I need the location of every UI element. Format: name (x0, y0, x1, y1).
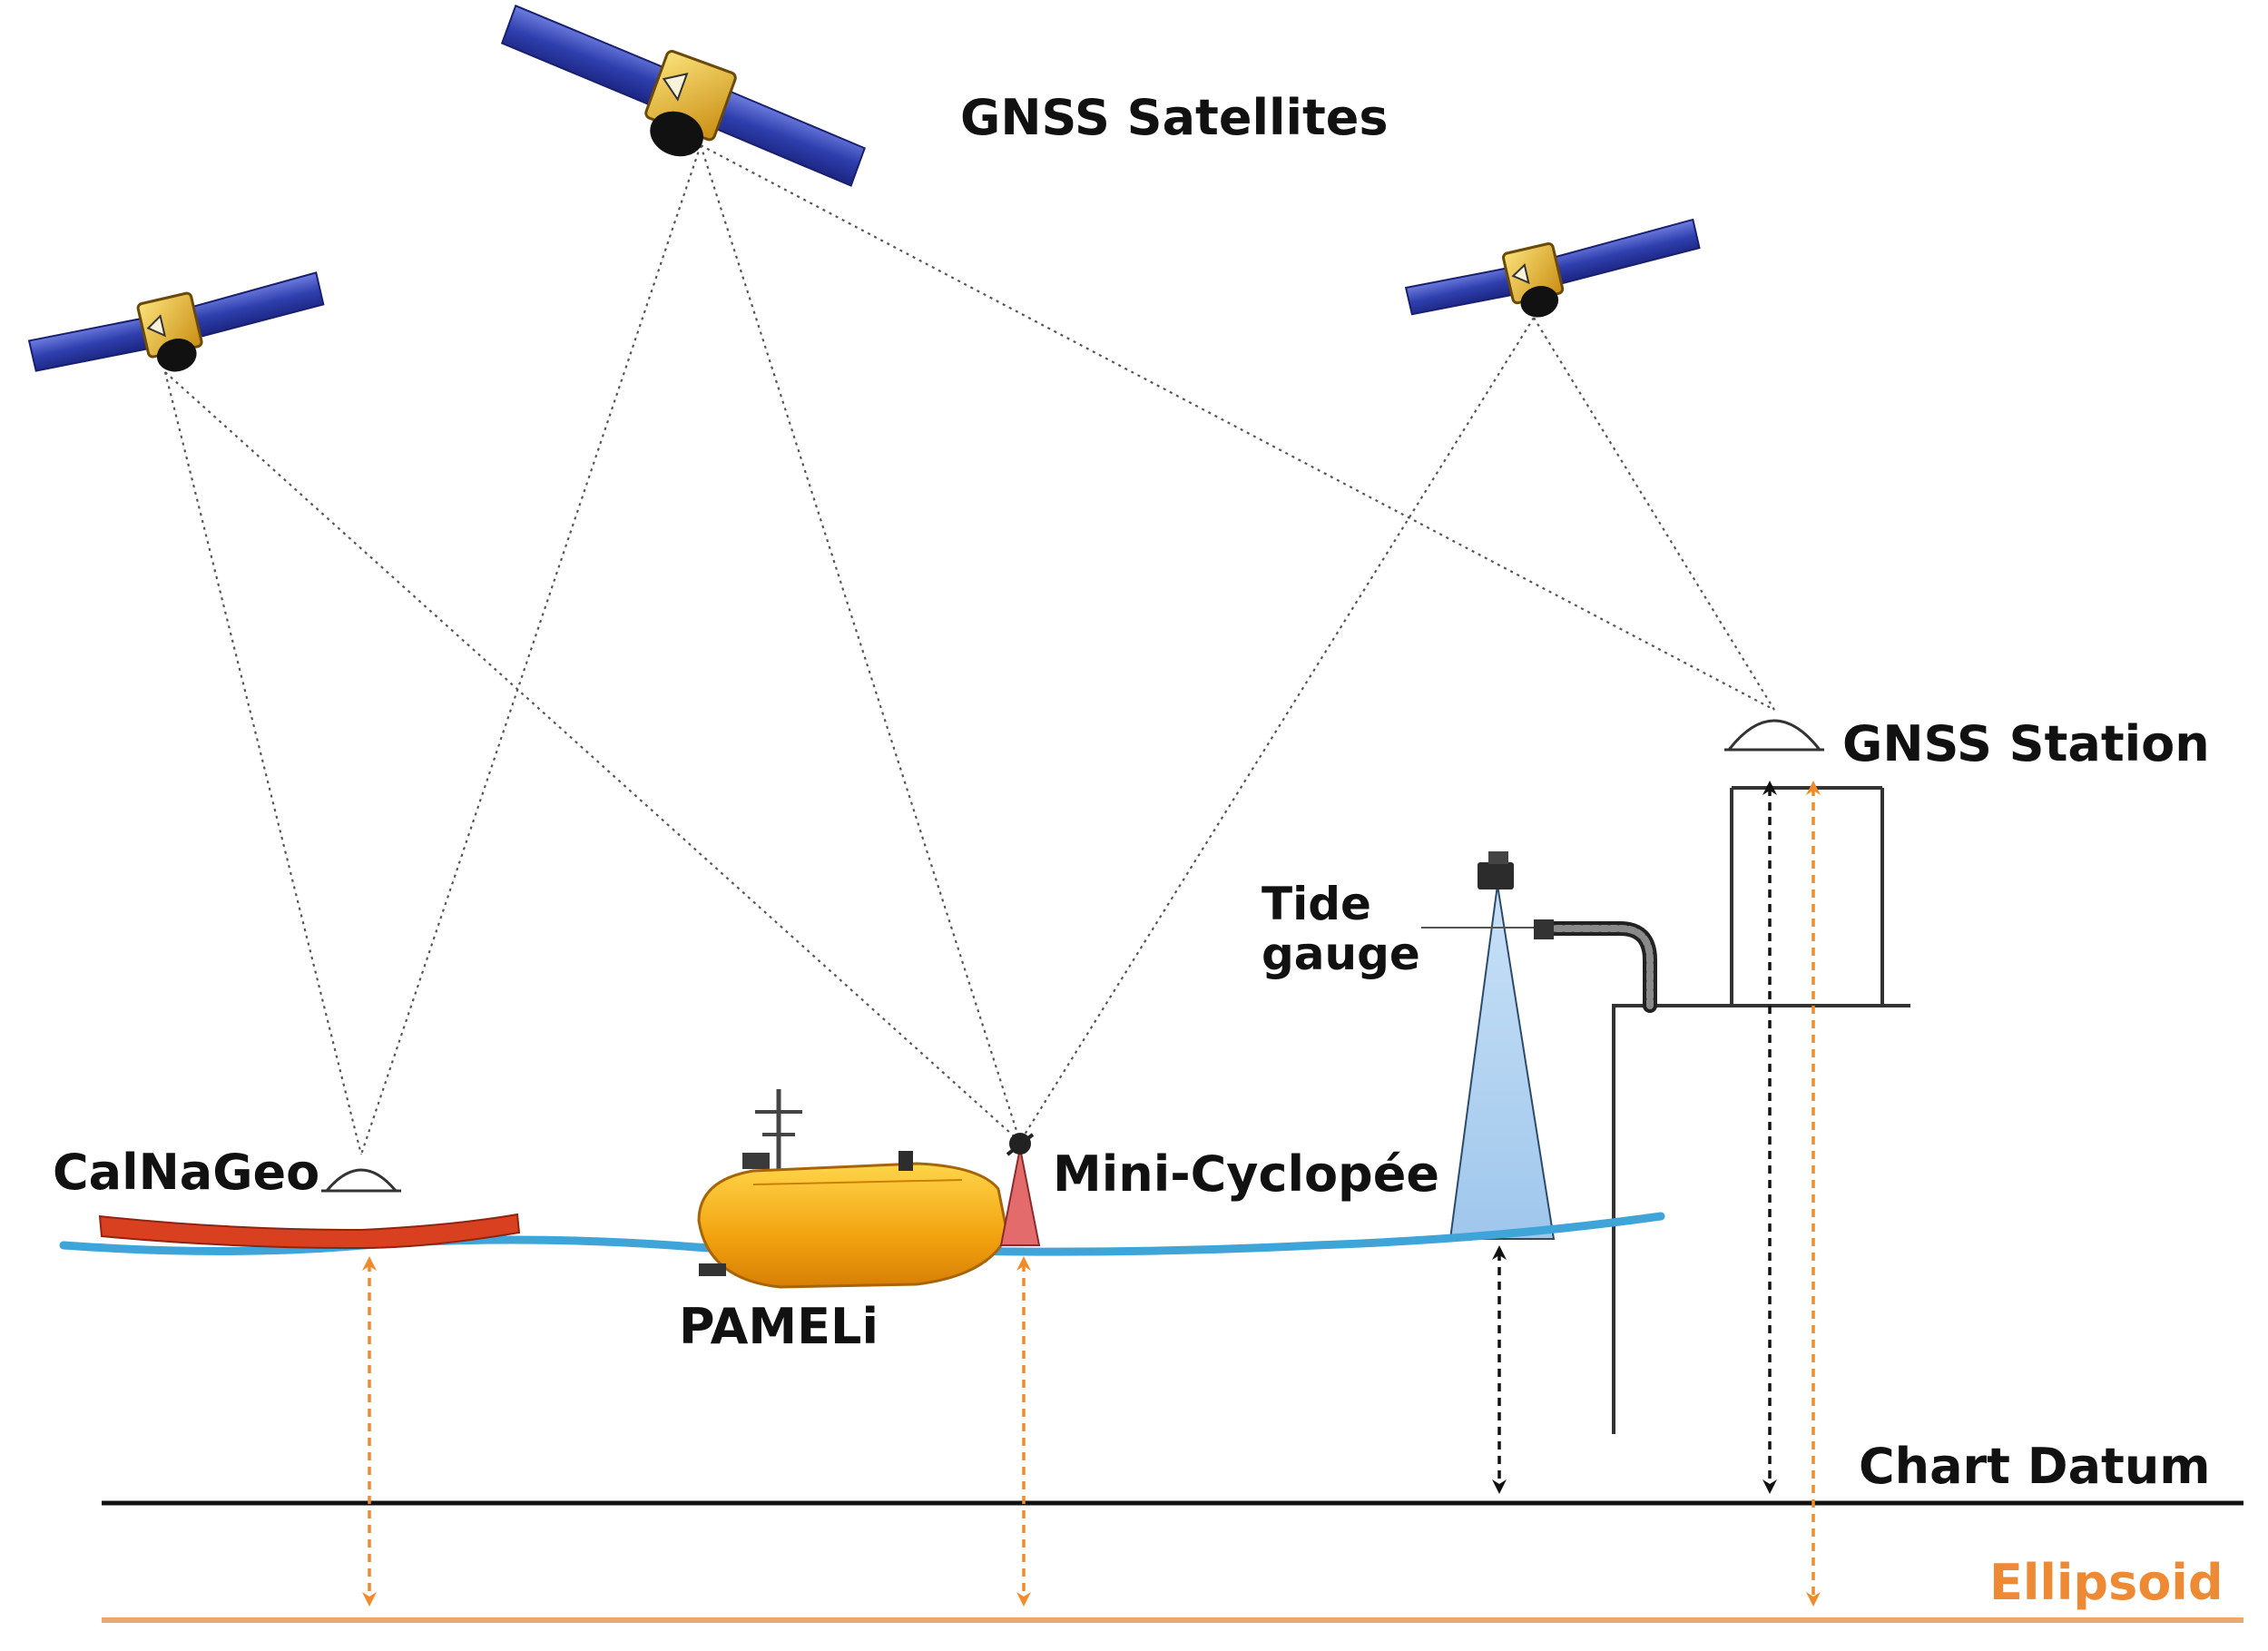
satellite-left (27, 271, 325, 372)
pameli-drone (697, 1089, 1009, 1289)
pameli-label: PAMELi (679, 1298, 879, 1355)
tide-gauge-label-line1: Tide (1262, 878, 1371, 930)
mini-cyclopee-label: Mini-Cyclopée (1053, 1145, 1439, 1203)
tide-gauge (1421, 851, 1657, 1240)
satellite-sight-lines (163, 144, 1775, 1155)
height-arrows (362, 781, 1821, 1607)
tide-gauge-label-line2: gauge (1262, 928, 1420, 980)
calnageo-label: CalNaGeo (53, 1144, 319, 1201)
gnss-station-antenna (1724, 719, 1824, 752)
quay-structure (1612, 786, 1910, 1434)
satellite-top-center (500, 4, 866, 187)
calnageo-buoy (98, 1168, 521, 1250)
satellite-right (1404, 218, 1701, 318)
chart-datum-label: Chart Datum (1859, 1438, 2211, 1495)
gnss-station-label: GNSS Station (1842, 715, 2210, 772)
ellipsoid-label: Ellipsoid (1989, 1554, 2223, 1611)
gnss-satellites-label: GNSS Satellites (960, 89, 1389, 146)
mini-cyclopee-sensor (999, 1133, 1041, 1246)
